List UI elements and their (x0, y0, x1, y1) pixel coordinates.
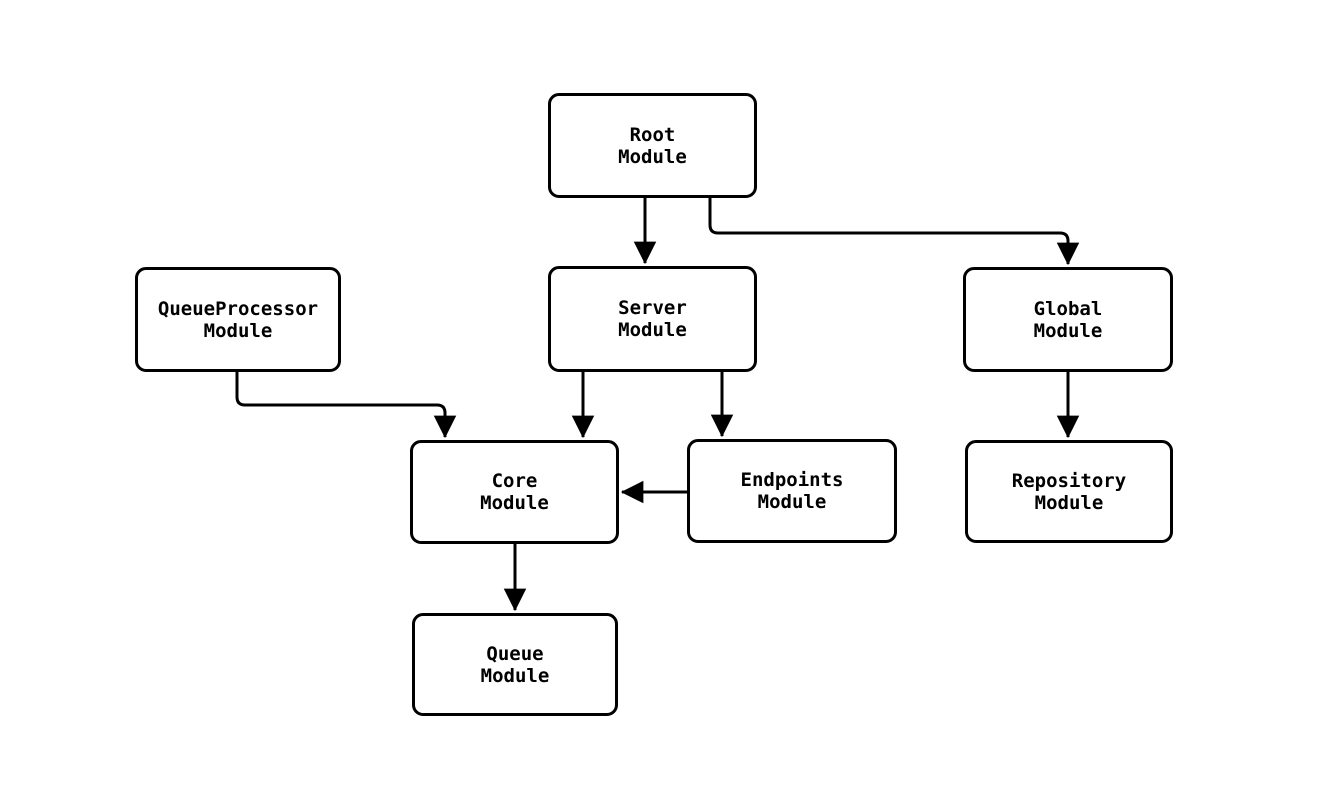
node-root-module: Root Module (548, 93, 757, 198)
node-label: Module (618, 145, 687, 168)
node-label: Server (618, 297, 687, 319)
node-label: Core (491, 470, 538, 492)
node-queue-module: Queue Module (412, 613, 618, 716)
node-label: Root (629, 123, 676, 146)
node-endpoints-module: Endpoints Module (687, 439, 897, 543)
node-label: Module (618, 319, 687, 341)
node-label: Repository (1011, 469, 1127, 492)
node-label: Module (480, 664, 550, 687)
edge-root-to-global (708, 198, 1080, 266)
node-label: Global (1033, 297, 1103, 320)
node-global-module: Global Module (963, 267, 1173, 372)
node-repository-module: Repository Module (965, 440, 1173, 543)
node-label: Module (480, 492, 549, 514)
node-label: Queue (486, 642, 544, 665)
node-server-module: Server Module (548, 266, 757, 372)
node-label: Module (757, 491, 827, 513)
node-label: Endpoints (740, 469, 844, 491)
node-label: Module (1034, 491, 1104, 514)
node-label: Module (1033, 319, 1103, 342)
node-label: QueueProcessor (157, 297, 319, 320)
edge-queueprocessor-to-core (235, 372, 457, 439)
node-queueprocessor-module: QueueProcessor Module (135, 267, 341, 372)
node-label: Module (203, 319, 273, 342)
node-core-module: Core Module (410, 440, 619, 544)
